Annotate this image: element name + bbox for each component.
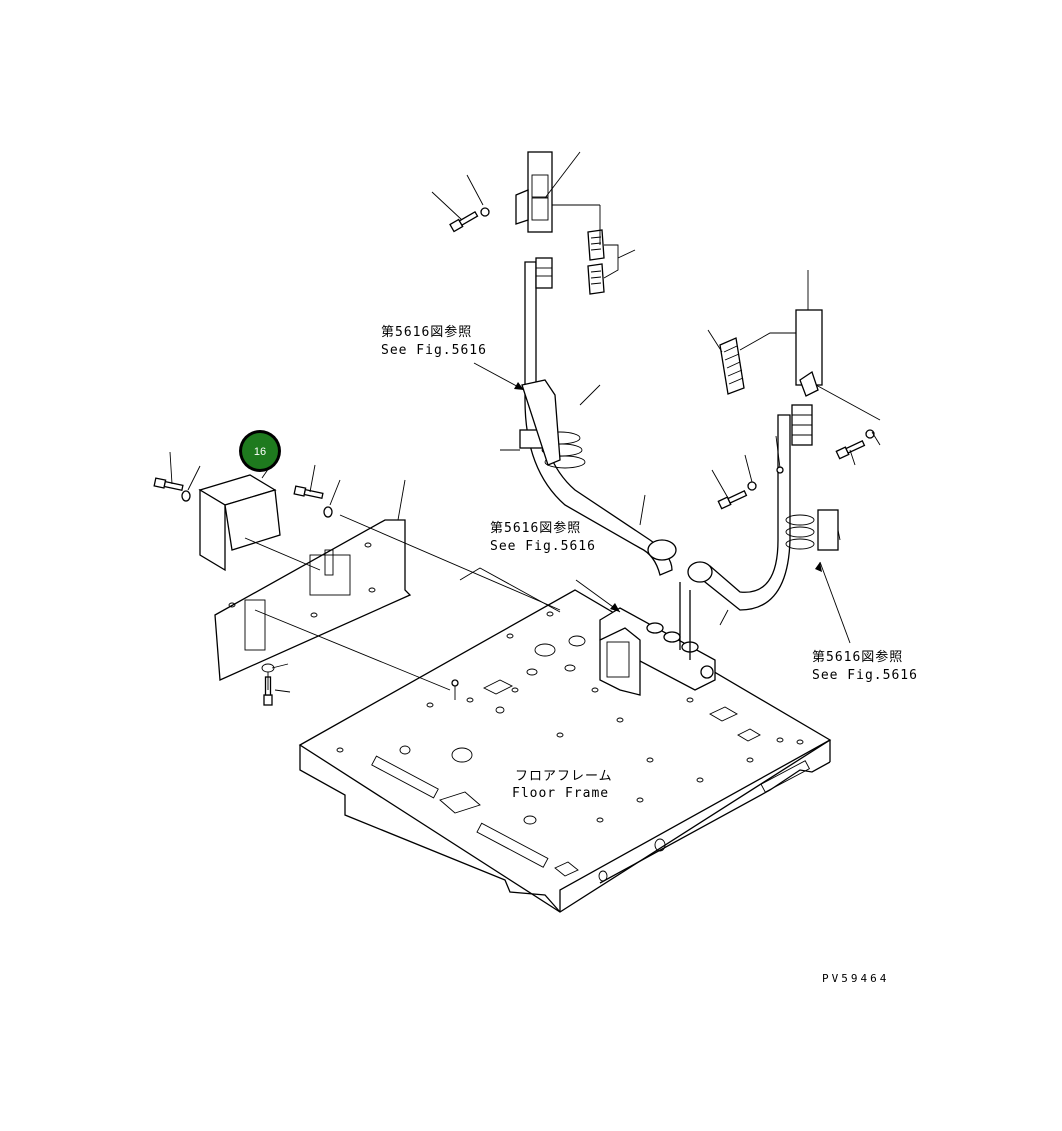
reference-label-right: 第5616図参照 See Fig.5616 xyxy=(812,649,918,683)
callout-circle xyxy=(242,433,278,469)
reference-label-middle: 第5616図参照 See Fig.5616 xyxy=(490,520,596,554)
drawing-code: PV59464 xyxy=(822,972,889,985)
bracket-assembly xyxy=(198,474,412,681)
bolts-and-washers xyxy=(153,207,875,706)
washer xyxy=(480,207,490,217)
bolt xyxy=(835,440,866,460)
reference-en: See Fig.5616 xyxy=(812,668,918,683)
washer xyxy=(181,490,191,502)
arrowheads xyxy=(514,382,822,612)
floor-frame-en: Floor Frame xyxy=(512,786,609,801)
reference-jp: 第5616図参照 xyxy=(381,324,472,340)
bolt xyxy=(717,490,748,510)
part-callout-16[interactable]: 16 xyxy=(239,430,281,472)
floor-frame xyxy=(298,589,832,913)
reference-jp: 第5616図参照 xyxy=(812,649,903,665)
bolt xyxy=(153,477,184,492)
vent-grille-right xyxy=(719,337,745,395)
reference-label-top: 第5616図参照 See Fig.5616 xyxy=(381,324,487,358)
washer xyxy=(323,506,333,518)
reference-jp: 第5616図参照 xyxy=(490,520,581,536)
vent-grilles-left xyxy=(587,229,605,295)
left-air-duct xyxy=(515,151,677,576)
callout-number: 16 xyxy=(254,446,266,458)
reference-en: See Fig.5616 xyxy=(490,539,596,554)
bolt xyxy=(449,210,479,233)
right-air-duct xyxy=(679,309,839,660)
floor-frame-jp: フロアフレーム xyxy=(515,769,613,784)
floor-frame-label: フロアフレーム Floor Frame xyxy=(512,769,613,801)
bolt xyxy=(293,485,324,500)
washer xyxy=(747,481,757,491)
reference-en: See Fig.5616 xyxy=(381,343,487,358)
washer xyxy=(451,679,459,687)
